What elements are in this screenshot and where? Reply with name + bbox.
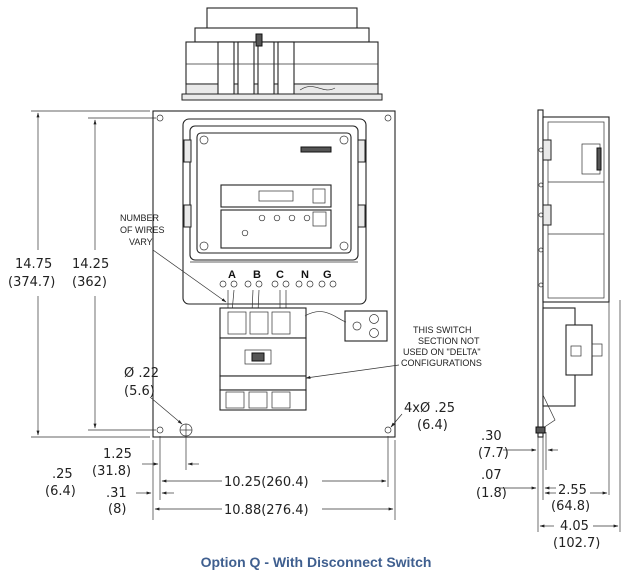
side-enclosure — [542, 116, 610, 303]
switch-note-line-3: USED ON "DELTA" — [403, 347, 481, 357]
mount-holes-dim: 4xØ .25 (6.4) — [390, 401, 455, 433]
side-overall-mm: (102.7) — [553, 536, 600, 551]
phase-label-b: B — [253, 269, 261, 281]
mount-hole-tl — [156, 114, 164, 122]
mount-hole-bl — [156, 426, 164, 434]
mount-holes-mm: (6.4) — [417, 418, 448, 433]
side-view: .30 (7.7) .07 (1.8) 2.55 (64.8) 4.05 (10… — [476, 109, 621, 551]
hole-offset-mm: (31.8) — [92, 464, 131, 479]
height-inner-mm: (362) — [72, 275, 107, 290]
width-dimensions: 10.25(260.4) 10.88(276.4) 1.25 (31.8) .2… — [45, 436, 396, 520]
side-plate — [537, 109, 544, 438]
mount-hole-tr — [384, 114, 392, 122]
side-flange-in: .30 — [481, 429, 502, 444]
brand-logo — [300, 146, 332, 153]
height-overall-mm: (374.7) — [8, 275, 55, 290]
side-depth-in: 2.55 — [558, 483, 587, 498]
switch-note-line-4: CONFIGURATIONS — [401, 358, 482, 368]
side-plate-mm: (1.8) — [476, 486, 507, 501]
second-mm: (8) — [108, 502, 126, 517]
second-in: .31 — [106, 486, 127, 501]
width-overall: 10.88(276.4) — [224, 503, 309, 518]
height-dimensions: 14.75 (374.7) 14.25 (362) — [8, 110, 156, 438]
switch-note-line-1: THIS SWITCH — [413, 325, 472, 335]
left-edge-mm: (6.4) — [45, 484, 76, 499]
front-view: A B C N G — [8, 110, 482, 520]
figure-caption: Option Q - With Disconnect Switch — [200, 554, 432, 570]
side-flange-mm: (7.7) — [478, 446, 509, 461]
hole-offset-in: 1.25 — [103, 447, 132, 462]
left-edge-in: .25 — [52, 467, 73, 482]
display-window — [220, 184, 332, 208]
phase-label-g: G — [323, 269, 332, 281]
switch-note-line-2: SECTION NOT — [418, 336, 480, 346]
hole-dia-dim: Ø .22 (5.6) — [124, 366, 183, 425]
phase-label-c: C — [276, 269, 284, 281]
width-inner: 10.25(260.4) — [224, 475, 309, 490]
height-inner-in: 14.25 — [72, 257, 109, 272]
wires-note-line-1: NUMBER — [120, 213, 160, 223]
wires-note-line-2: OF WIRES — [120, 225, 165, 235]
disconnect-switch — [219, 307, 307, 411]
mount-holes-in: 4xØ .25 — [404, 401, 455, 416]
side-overall-in: 4.05 — [560, 519, 589, 534]
top-view — [181, 7, 383, 101]
ground-lug — [304, 310, 388, 342]
height-overall-in: 14.75 — [15, 257, 52, 272]
wires-note-line-3: VARY — [129, 237, 153, 247]
side-plate-in: .07 — [481, 468, 502, 483]
phase-label-a: A — [228, 269, 236, 281]
note-number-of-wires: NUMBER OF WIRES VARY — [120, 213, 227, 303]
side-depth-mm: (64.8) — [551, 499, 590, 514]
phase-label-n: N — [301, 269, 309, 281]
hole-dia-in: Ø .22 — [124, 366, 159, 381]
hole-dia-mm: (5.6) — [124, 384, 155, 399]
note-switch-delta: THIS SWITCH SECTION NOT USED ON "DELTA" … — [305, 325, 482, 379]
terminal-strip — [219, 280, 337, 288]
mount-hole-br — [384, 426, 392, 434]
